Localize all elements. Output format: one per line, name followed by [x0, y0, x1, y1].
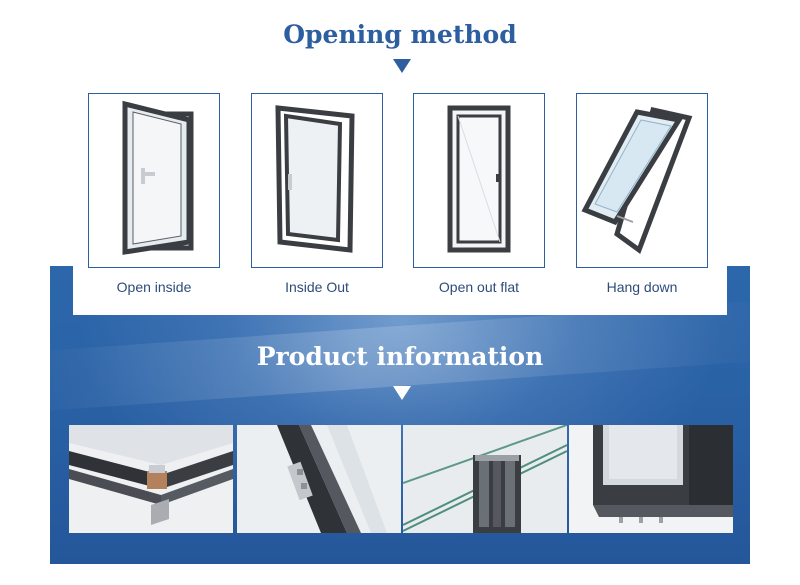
- method-card-inside-out: [251, 93, 383, 268]
- method-label-open-inside: Open inside: [116, 279, 192, 295]
- down-arrow-icon: [393, 386, 411, 400]
- method-card-open-inside: [88, 93, 220, 268]
- method-label-hang-down: Hang down: [606, 279, 678, 295]
- hinge-detail-photo: [237, 425, 401, 533]
- window-open-out-flat-icon: [447, 105, 511, 253]
- window-bottom-photo: [569, 425, 733, 533]
- method-card-open-out-flat: [413, 93, 545, 268]
- method-label-inside-out: Inside Out: [285, 279, 349, 295]
- product-information-title: Product information: [256, 342, 544, 371]
- method-card-hang-down: [576, 93, 708, 268]
- frame-corner-photo: [69, 425, 233, 533]
- profile-section-photo: [403, 425, 567, 533]
- down-arrow-icon: [393, 59, 411, 73]
- method-label-open-out-flat: Open out flat: [438, 279, 520, 295]
- opening-method-title: Opening method: [283, 20, 517, 49]
- window-hang-down-icon: [581, 107, 693, 254]
- window-open-inside-icon: [122, 100, 194, 255]
- opening-method-card: [73, 266, 727, 315]
- window-inside-out-icon: [275, 105, 355, 253]
